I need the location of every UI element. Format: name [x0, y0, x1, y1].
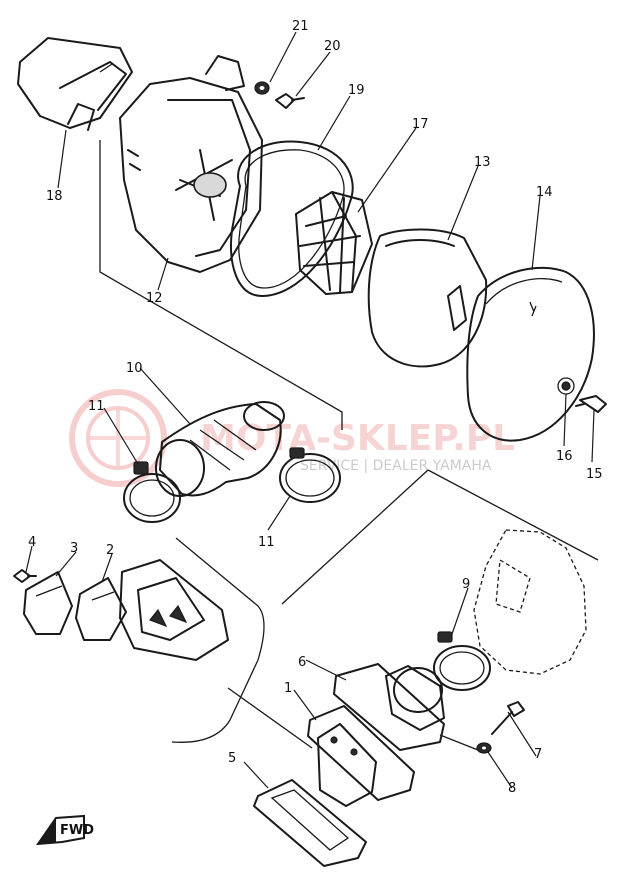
part-18-intake-duct: [17, 37, 133, 131]
label-17: 17: [412, 117, 429, 132]
part-11-clamp-left: [123, 461, 181, 523]
label-11-right: 11: [258, 535, 275, 550]
part-7-bolt: [491, 701, 525, 735]
label-3: 3: [70, 541, 78, 556]
label-14: 14: [536, 185, 553, 200]
label-9: 9: [462, 577, 470, 592]
watermark-logo: [69, 389, 167, 487]
part-11-clamp-right: [279, 447, 341, 503]
part-3-reed-stopper: [23, 571, 73, 635]
part-labels: 18 21 20 19 17 13 14 12 10 11 11 16 15 4…: [28, 19, 603, 796]
label-16: 16: [556, 449, 573, 464]
part-21-washer: [254, 81, 270, 95]
label-4: 4: [28, 535, 36, 550]
label-5: 5: [228, 751, 236, 766]
part-14-cover: [466, 266, 595, 442]
label-6: 6: [298, 655, 306, 670]
reed-block: [119, 559, 229, 661]
part-5-gasket: [253, 779, 367, 867]
watermark-tagline: SERVICE | DEALER YAMAHA: [300, 458, 492, 474]
part-9-clamp: [433, 631, 491, 691]
part-12-air-case: [119, 55, 263, 273]
label-21: 21: [292, 19, 309, 34]
label-18: 18: [46, 189, 63, 204]
part-1-manifold: [307, 705, 415, 807]
part-8-washer: [476, 742, 492, 754]
label-7: 7: [534, 747, 542, 762]
label-20: 20: [324, 39, 341, 54]
fwd-arrow-icon: FWD: [35, 814, 94, 846]
label-19: 19: [348, 83, 365, 98]
part-20-bolt: [275, 93, 305, 109]
part-13-filter-element: [367, 228, 488, 368]
label-1: 1: [284, 681, 292, 696]
assembly-bracket-upper: [99, 140, 599, 605]
watermark-brand: MOTA-SKLEP.PL: [200, 418, 515, 459]
part-15-screw: [575, 395, 607, 413]
label-2: 2: [106, 543, 114, 558]
part-17-filter-cage: [295, 191, 373, 295]
label-8: 8: [508, 781, 516, 796]
part-19-gasket: [230, 140, 354, 297]
label-10: 10: [126, 361, 143, 376]
leader-lines: [25, 31, 595, 789]
part-6-carb-joint: [333, 663, 445, 751]
label-11-left: 11: [88, 399, 105, 414]
label-12: 12: [146, 291, 163, 306]
label-15: 15: [586, 467, 603, 482]
fwd-label: FWD: [60, 823, 94, 838]
watermark: MOTA-SKLEP.PL SERVICE | DEALER YAMAHA: [69, 389, 515, 487]
label-13: 13: [474, 155, 491, 170]
assembly-bracket-lower: [171, 537, 479, 751]
engine-outline: [473, 529, 587, 675]
part-2-reed-valve: [75, 577, 127, 641]
part-4-bolt: [13, 569, 37, 583]
